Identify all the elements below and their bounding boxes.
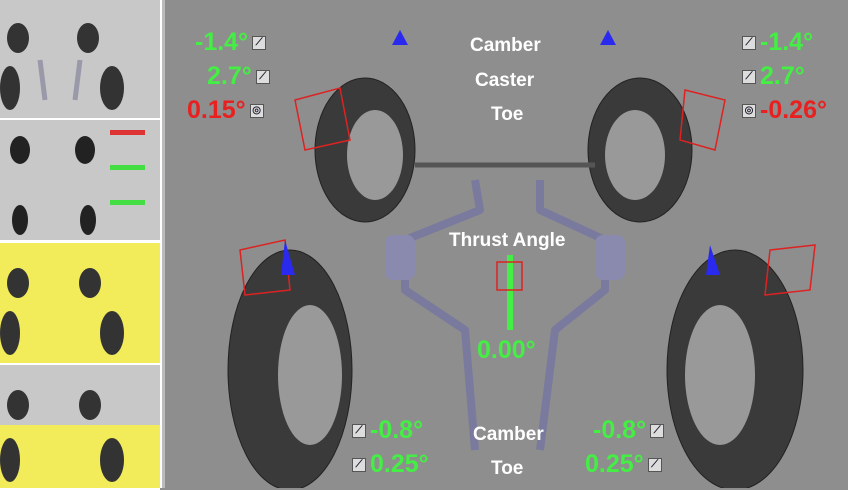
value: 2.7° bbox=[760, 62, 805, 90]
thumbnail-front-axle[interactable] bbox=[0, 243, 160, 365]
value: -0.26° bbox=[760, 96, 827, 124]
value: 0.25° bbox=[585, 450, 644, 478]
thumbnail-image bbox=[0, 365, 160, 482]
thumbnail-front-view[interactable] bbox=[0, 120, 160, 242]
toe-label: Toe bbox=[491, 104, 524, 125]
rear-toe-label: Toe bbox=[491, 458, 524, 479]
rear-right-toe: 0.25°⟋ bbox=[585, 450, 662, 479]
thumbnail-image bbox=[0, 268, 124, 355]
rear-left-toe: ⟋ 0.25° bbox=[352, 450, 429, 479]
wrench-icon[interactable]: ⟋ bbox=[650, 423, 665, 438]
thumbnail-image bbox=[10, 130, 145, 235]
front-left-caster: 2.7°⟋ bbox=[207, 62, 270, 91]
thumbnail-image bbox=[0, 23, 124, 110]
front-right-toe: ◎ -0.26° bbox=[742, 96, 827, 125]
front-left-toe: 0.15°◎ bbox=[187, 96, 264, 125]
thrust-angle-indicator bbox=[507, 255, 513, 330]
front-left-camber: -1.4°⟋ bbox=[195, 28, 267, 57]
wrench-icon[interactable]: ⟋ bbox=[742, 35, 756, 50]
front-right-camber: ⟋ -1.4° bbox=[742, 28, 813, 57]
thrust-angle-label: Thrust Angle bbox=[449, 230, 566, 251]
wrench-icon[interactable]: ⟋ bbox=[647, 457, 662, 472]
rear-right-camber: -0.8°⟋ bbox=[593, 416, 665, 445]
value: -0.8° bbox=[593, 416, 647, 444]
value: 0.15° bbox=[187, 96, 246, 124]
thumbnail-overview[interactable] bbox=[0, 0, 160, 120]
rear-camber-label: Camber bbox=[473, 424, 544, 445]
camber-label: Camber bbox=[470, 35, 541, 56]
target-icon[interactable]: ◎ bbox=[249, 103, 264, 118]
thumbnail-rear-axle[interactable] bbox=[0, 365, 160, 490]
value: -0.8° bbox=[370, 416, 424, 444]
value: -1.4° bbox=[760, 28, 814, 56]
front-right-caster: ⟋ 2.7° bbox=[742, 62, 805, 91]
view-thumbnail-panel bbox=[0, 0, 165, 490]
wrench-icon[interactable]: ⟋ bbox=[742, 69, 756, 84]
wrench-icon[interactable]: ⟋ bbox=[352, 423, 366, 438]
rear-left-camber: ⟋ -0.8° bbox=[352, 416, 423, 445]
alignment-view: -1.4°⟋ 2.7°⟋ 0.15°◎ ⟋-1.4° ⟋2.7° ◎-0.26°… bbox=[165, 0, 848, 488]
suspension-3d-model bbox=[227, 30, 816, 488]
thrust-angle-value: 0.00° bbox=[477, 336, 536, 364]
wrench-icon[interactable]: ⟋ bbox=[252, 35, 267, 50]
wrench-icon[interactable]: ⟋ bbox=[255, 69, 270, 84]
target-icon[interactable]: ◎ bbox=[742, 103, 756, 118]
value: -1.4° bbox=[195, 28, 249, 56]
wrench-icon[interactable]: ⟋ bbox=[352, 457, 366, 472]
value: 0.25° bbox=[370, 450, 429, 478]
value: 2.7° bbox=[207, 62, 252, 90]
caster-label: Caster bbox=[475, 70, 535, 91]
